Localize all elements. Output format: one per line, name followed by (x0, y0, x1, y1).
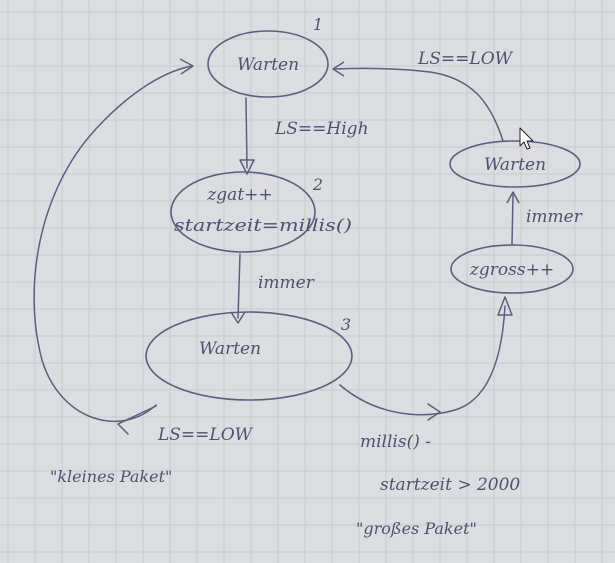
transition-1-to-2-label: LS==High (274, 119, 369, 139)
transition-4-to-5-arrowhead (506, 191, 520, 204)
transition-3-to-4-label-line1: millis() - (360, 432, 431, 452)
transition-5-to-1-label: LS==LOW (417, 49, 514, 69)
transition-1-to-2-arrowhead (239, 159, 255, 175)
state-node-2-number: 2 (312, 175, 323, 194)
state-node-3-label: Warten (199, 339, 261, 359)
transition-5-to-1-arrowhead (332, 61, 345, 77)
transition-3-to-4-arrowhead (497, 296, 513, 316)
state-node-1: Warten 1 (207, 15, 329, 98)
transition-1-to-2: LS==High (239, 97, 369, 175)
state-node-4: zgross++ (450, 244, 574, 294)
transition-3-to-4-label-line2: startzeit > 2000 (380, 475, 520, 495)
state-node-5-shape (449, 140, 581, 188)
state-node-2: zgat++ startzeit=millis() 2 (170, 171, 352, 253)
transition-5-to-1-line (334, 67, 504, 142)
transition-4-to-5-line (511, 194, 514, 245)
state-node-1-shape (207, 30, 329, 98)
transition-2-to-3-label: immer (258, 273, 315, 293)
state-node-3: Warten 3 (145, 311, 353, 401)
state-node-1-label: Warten (237, 55, 299, 75)
transition-3-to-1-label: LS==LOW (157, 425, 254, 445)
transition-3-to-1-tail-mark (117, 405, 157, 435)
state-node-4-label: zgross++ (469, 260, 554, 280)
transition-2-to-3-arrowhead (230, 311, 246, 324)
transition-3-to-4: millis() - startzeit > 2000 (339, 296, 520, 495)
state-node-1-number: 1 (313, 15, 323, 34)
state-node-2-shape (170, 171, 316, 253)
state-node-5-label: Warten (484, 155, 546, 175)
state-node-2-label-line2: startzeit=millis() (174, 216, 352, 236)
transition-3-to-1-line (33, 65, 193, 423)
transition-5-to-1: LS==LOW (332, 49, 514, 142)
transition-1-to-2-line (245, 97, 248, 169)
transition-3-to-1-arrowhead (179, 58, 194, 75)
transition-3-to-4-mid-arrow (427, 403, 441, 421)
transition-4-to-5: immer (506, 191, 583, 245)
note-large-package: "großes Paket" (356, 519, 477, 538)
state-node-5: Warten (449, 140, 581, 188)
transition-3-to-4-line (339, 305, 506, 416)
state-node-3-shape (145, 311, 353, 401)
transition-2-to-3-line (237, 253, 241, 319)
note-small-package: "kleines Paket" (50, 467, 172, 486)
state-node-2-label-line1: zgat++ (206, 185, 272, 205)
state-node-4-shape (450, 244, 574, 294)
transition-2-to-3: immer (230, 253, 315, 324)
state-node-3-number: 3 (341, 315, 351, 334)
transition-3-to-1: LS==LOW (33, 58, 254, 445)
transition-4-to-5-label: immer (526, 207, 583, 227)
mouse-cursor-icon (519, 127, 534, 150)
